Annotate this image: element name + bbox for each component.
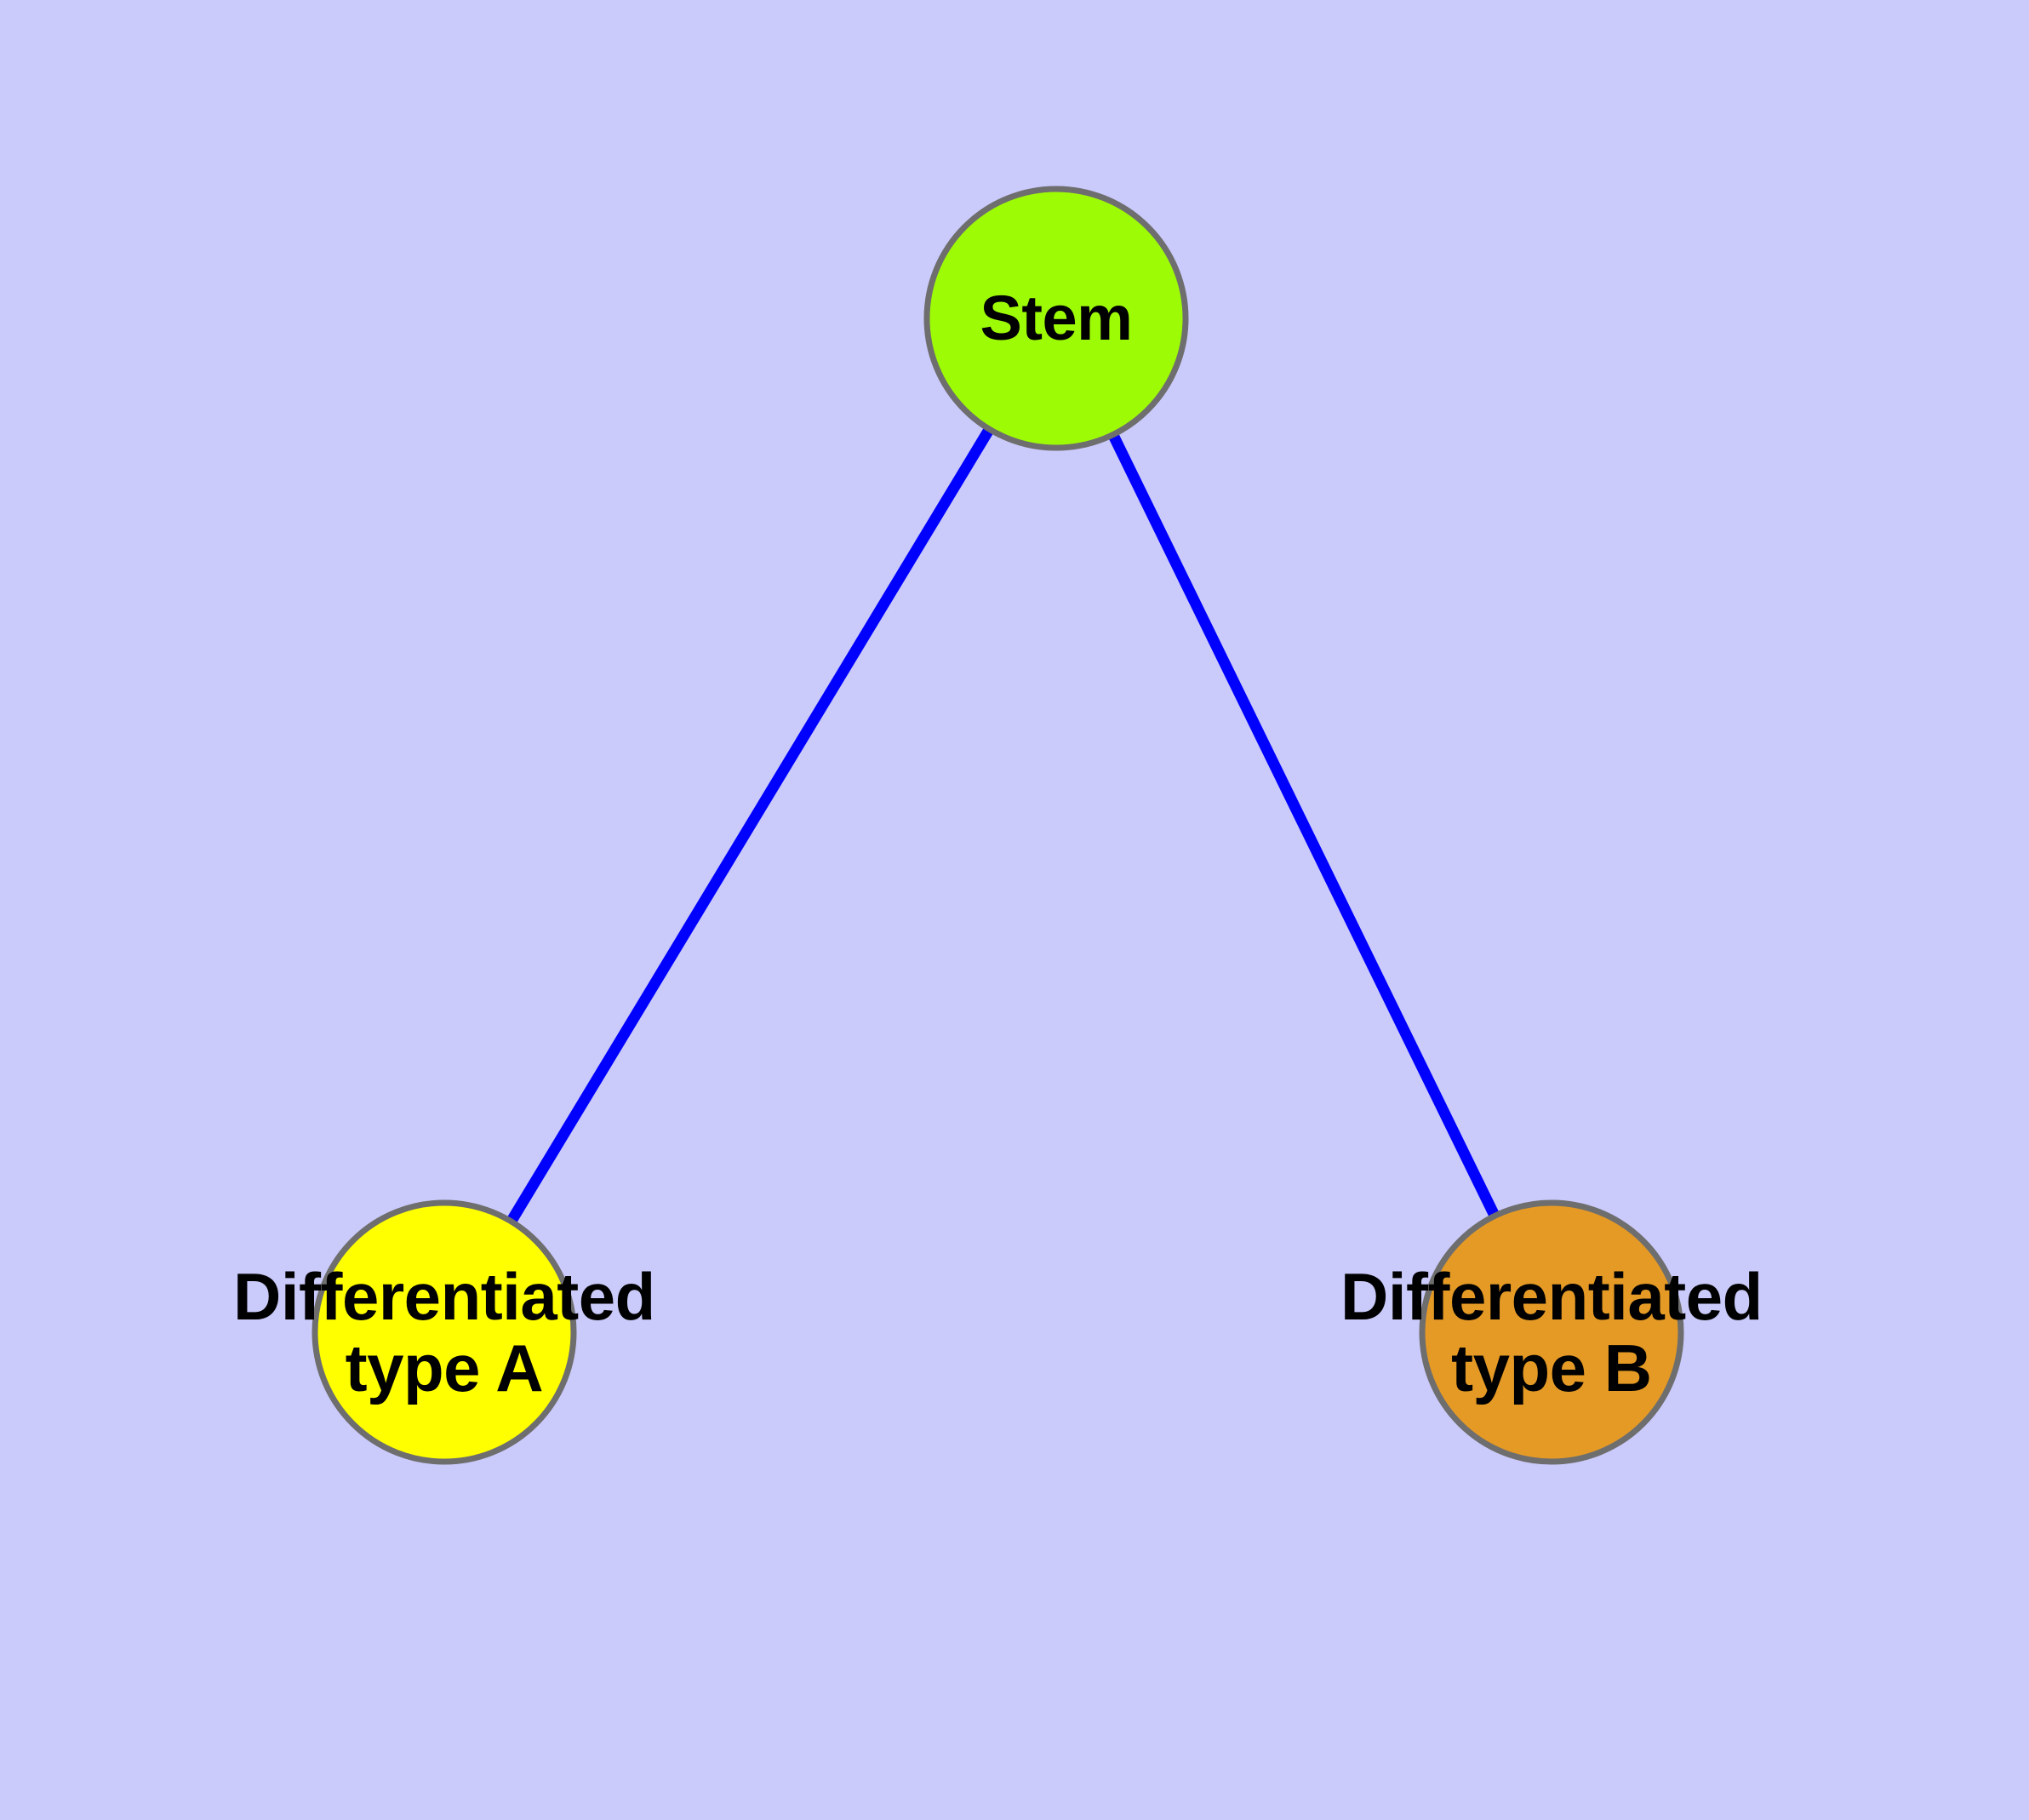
nodes-layer [311,186,1684,1465]
graph-edge-stem-to-diff-b[interactable] [1051,316,1557,1335]
graph-node-stem[interactable] [923,186,1189,451]
edges-layer [439,315,1557,1336]
graph-node-diff-b[interactable] [1419,1199,1684,1465]
graph-edge-stem-to-diff-a[interactable] [439,315,1061,1336]
graph-node-diff-a[interactable] [311,1199,577,1465]
